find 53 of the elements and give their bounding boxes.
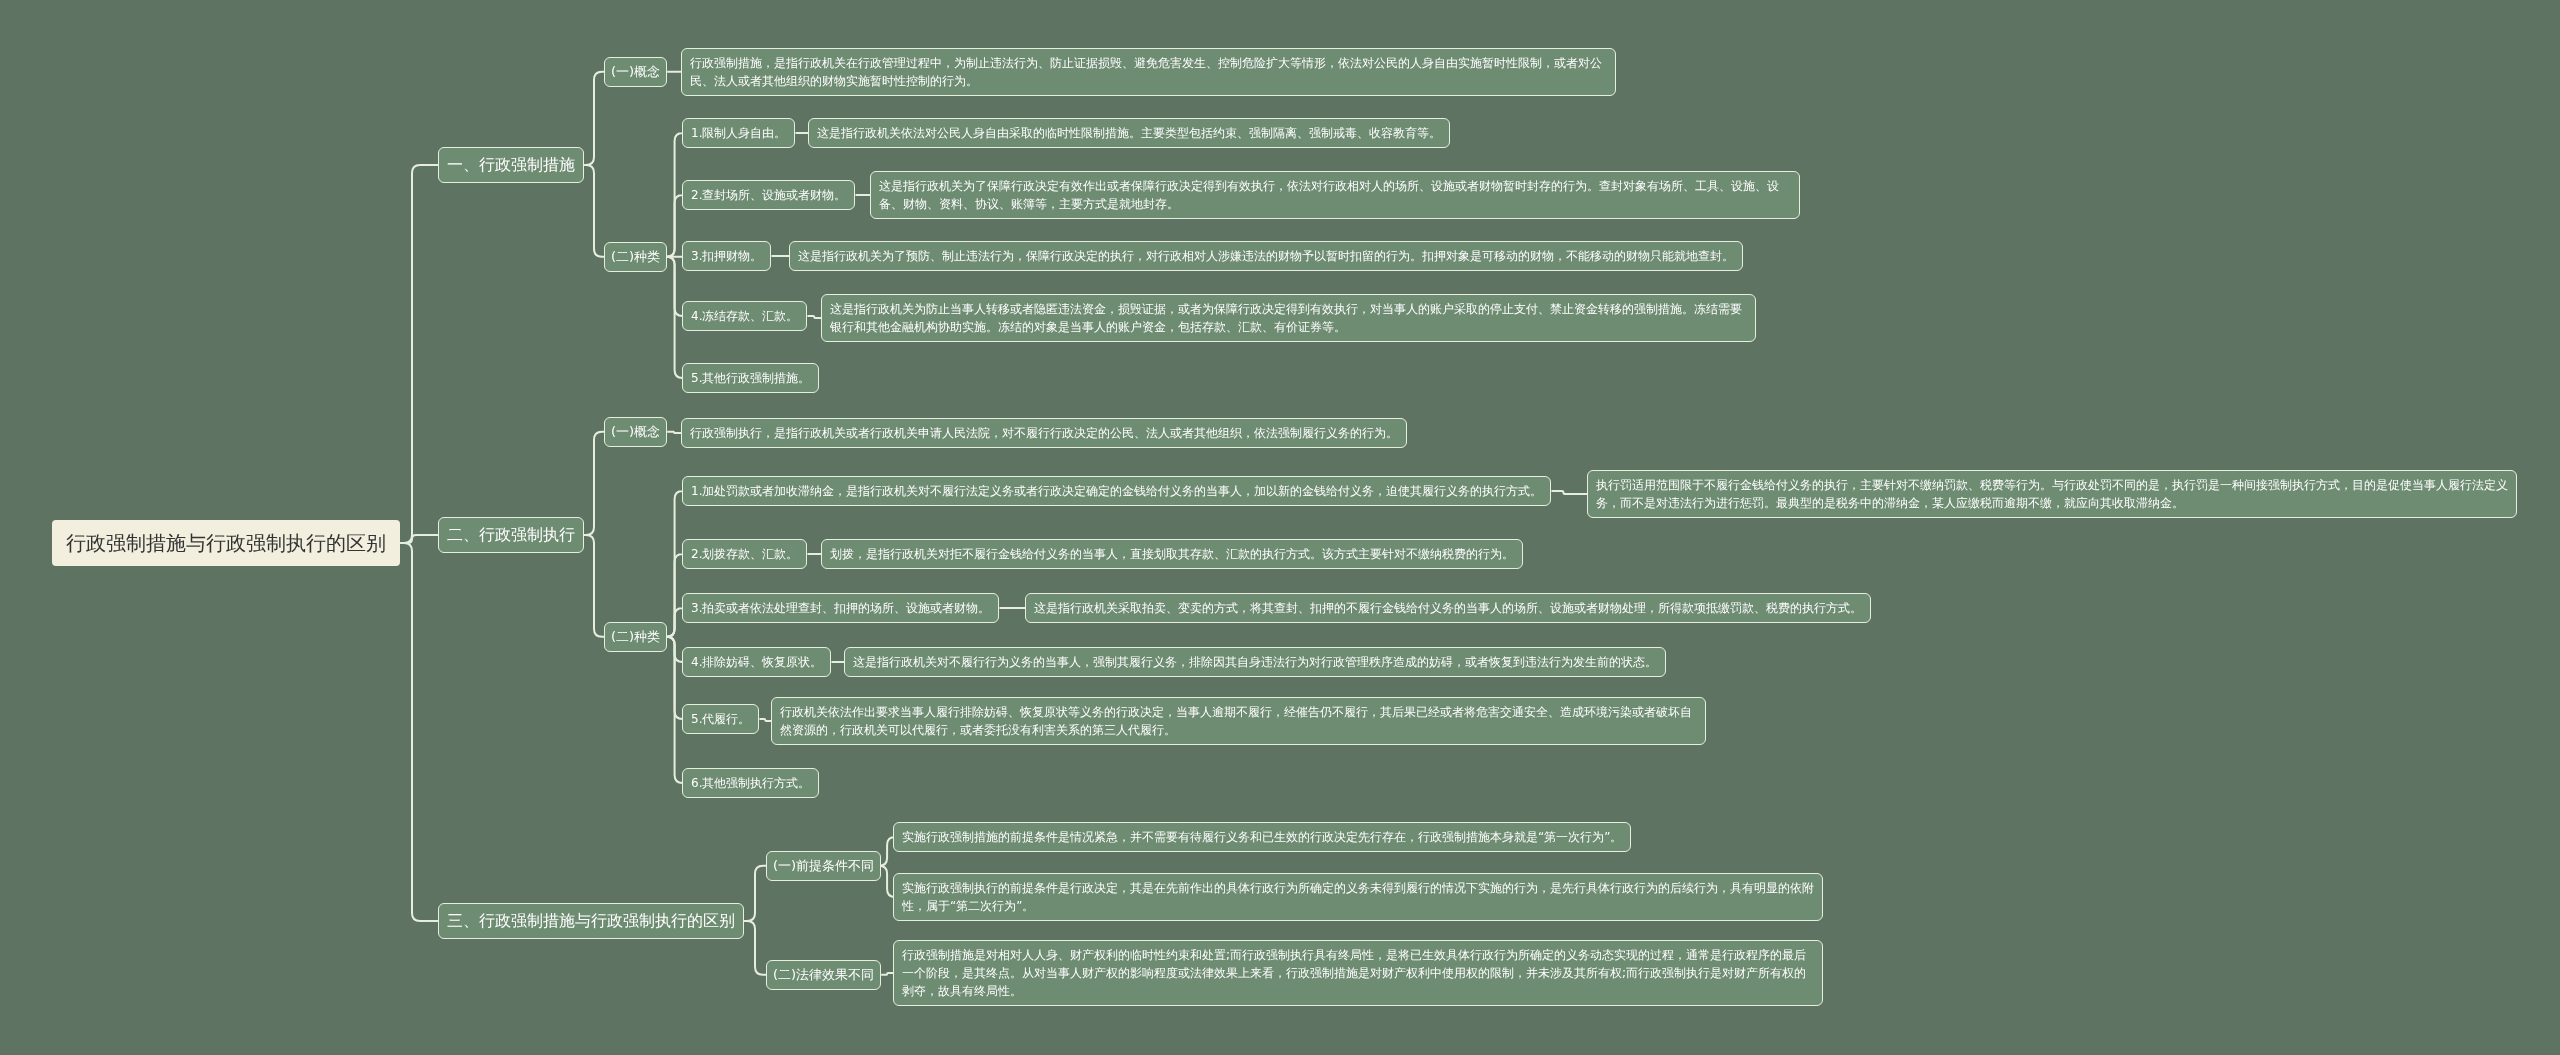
topic-box: 这是指行政机关依法对公民人身自由采取的临时性限制措施。主要类型包括约束、强制隔离、强制戒毒、收容教育等。: [808, 118, 1450, 148]
connector-line: [1550, 490, 1588, 495]
topic-box: 这是指行政机关为防止当事人转移或者隐匿违法资金，损毁证据，或者为保障行政决定得到有效执行，对当事人的账户采取的停止支付、禁止资金转移的强制措施。冻结需要银行和其他金融机构协助实施。冻结的对象是当事人的账户资金，包括存款、汇款、有价证券等。: [821, 294, 1756, 342]
topic-box: 实施行政强制措施的前提条件是情况紧急，并不需要有待履行义务和已生效的行政决定先行存在，行政强制措施本身就是“第一次行为”。: [893, 822, 1632, 852]
root-topic: 行政强制措施与行政强制执行的区别: [52, 520, 400, 566]
connector-line: [806, 315, 822, 319]
subtopic-box: (一)前提条件不同: [766, 851, 882, 881]
connector-line: [665, 255, 684, 379]
connector-line: [665, 194, 684, 258]
connector-line: [583, 164, 605, 258]
topic-box: 5.代履行。: [682, 704, 760, 734]
connector-line: [830, 661, 845, 663]
topic-box: 执行罚适用范围限于不履行金钱给付义务的执行，主要针对不缴纳罚款、税费等行为。与行政处罚不同的是，执行罚是一种间接强制执行方式，目的是促使当事人履行法定义务，而不是对违法行为进行惩罚。最典型的是税务中的滞纳金，某人应缴税而逾期不缴，就应向其收取滞纳金。: [1587, 470, 2517, 518]
topic-box: 3.拍卖或者依法处理查封、扣押的场所、设施或者财物。: [682, 593, 1000, 623]
topic-box: 1.限制人身自由。: [682, 118, 796, 148]
topic-box: 行政强制措施是对相对人人身、财产权利的临时性约束和处置;而行政强制执行具有终局性，是将已生效具体行政行为所确定的义务动态实现的过程，通常是行政程序的最后一个阶段，是其终点。从对当事人财产权的影响程度或法律效果上来看，行政强制措施是对财产权利中使用权的限制，并未涉及其所有权;而行政强制执行是对财产所有权的剥夺，故具有终局性。: [893, 940, 1823, 1006]
topic-box: 这是指行政机关采取拍卖、变卖的方式，将其查封、扣押的不履行金钱给付义务的当事人的场所、设施或者财物处理，所得款项抵缴罚款、税费的执行方式。: [1025, 593, 1871, 623]
topic-box: 这是指行政机关对不履行行为义务的当事人，强制其履行义务，排除因其自身违法行为对行政管理秩序造成的妨碍，或者恢复到违法行为发生前的状态。: [844, 647, 1666, 677]
connector-line: [770, 255, 790, 257]
subtopic-box: (二)法律效果不同: [766, 960, 882, 990]
topic-box: 4.冻结存款、汇款。: [682, 301, 808, 331]
topic-box: 这是指行政机关为了保障行政决定有效作出或者保障行政决定得到有效执行，依法对行政相对人的场所、设施或者财物暂时封存的行为。查封对象有场所、工具、设施、设备、财物、资料、协议、账簿等，主要方式是就地封存。: [870, 171, 1800, 219]
topic-box: 5.其他行政强制措施。: [682, 363, 820, 393]
connector-line: [806, 553, 822, 555]
connector-line: [666, 430, 682, 434]
connector-line: [794, 132, 809, 134]
topic-box: 3.扣押财物。: [682, 241, 772, 271]
branch-topic: 三、行政强制措施与行政强制执行的区别: [438, 903, 744, 939]
connector-line: [665, 607, 684, 638]
topic-box: 行政强制执行，是指行政机关或者行政机关申请人民法院，对不履行行政决定的公民、法人或者其他组织，依法强制履行义务的行为。: [681, 418, 1407, 448]
subtopic-box: (一)概念: [604, 417, 668, 447]
topic-box: 行政强制措施，是指行政机关在行政管理过程中，为制止违法行为、防止证据损毁、避免危害发生、控制危险扩大等情形，依法对公民的人身自由实施暂时性限制，或者对公民、法人或者其他组织的财物实施暂时性控制的行为。: [681, 48, 1616, 96]
topic-box: 2.划拨存款、汇款。: [682, 539, 808, 569]
topic-box: 4.排除妨碍、恢复原状。: [682, 647, 832, 677]
topic-box: 这是指行政机关为了预防、制止违法行为，保障行政决定的执行，对行政相对人涉嫌违法的财物予以暂时扣留的行为。扣押对象是可移动的财物，不能移动的财物只能就地查封。: [789, 241, 1743, 271]
connector-line: [854, 194, 871, 196]
subtopic-box: (一)概念: [604, 57, 668, 87]
subtopic-box: (二)种类: [604, 242, 668, 272]
subtopic-box: (二)种类: [604, 622, 668, 652]
connector-line: [998, 607, 1026, 609]
connector-line: [665, 635, 684, 784]
topic-box: 行政机关依法作出要求当事人履行排除妨碍、恢复原状等义务的行政决定，当事人逾期不履行，经催告仍不履行，其后果已经或者将危害交通安全、造成环境污染或者破坏自然资源的，行政机关可以代履行，或者委托没有利害关系的第三人代履行。: [771, 697, 1706, 745]
topic-box: 实施行政强制执行的前提条件是行政决定，其是在先前作出的具体行政行为所确定的义务未得到履行的情况下实施的行为，是先行具体行政行为的后续行为，具有明显的依附性，属于“第二次行为”。: [893, 873, 1823, 921]
topic-box: 1.加处罚款或者加收滞纳金，是指行政机关对不履行法定义务或者行政决定确定的金钱给付义务的当事人，加以新的金钱给付义务，迫使其履行义务的执行方式。: [682, 476, 1552, 506]
connector-line: [583, 534, 605, 638]
branch-topic: 一、行政强制措施: [438, 147, 584, 183]
branch-topic: 二、行政强制执行: [438, 517, 584, 553]
connector-line: [758, 718, 772, 722]
topic-box: 2.查封场所、设施或者财物。: [682, 180, 856, 210]
connector-line: [880, 972, 894, 976]
topic-box: 6.其他强制执行方式。: [682, 768, 820, 798]
connector-line: [666, 70, 682, 73]
topic-box: 划拨，是指行政机关对拒不履行金钱给付义务的当事人，直接划取其存款、汇款的执行方式。该方式主要针对不缴纳税费的行为。: [821, 539, 1523, 569]
